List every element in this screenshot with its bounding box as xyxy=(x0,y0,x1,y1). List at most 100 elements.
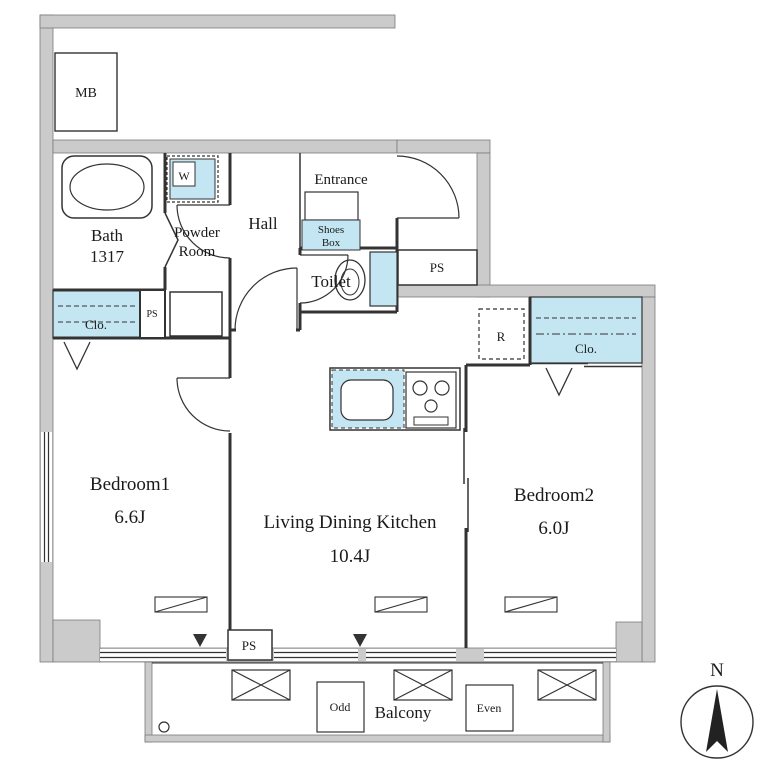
burner-2 xyxy=(434,380,450,396)
toilet-door-arc xyxy=(299,254,349,304)
low-window-bedroom1 xyxy=(154,596,208,613)
label-shoes-2: Box xyxy=(322,237,341,249)
opening-marker-right xyxy=(353,634,367,647)
label-bedroom2: Bedroom2 xyxy=(514,485,594,506)
bath-folding-door xyxy=(164,212,179,268)
balcony-area xyxy=(144,661,611,743)
ps-box-bottom xyxy=(227,629,273,661)
closet-left xyxy=(52,289,141,339)
opening-marker-left xyxy=(193,634,207,647)
compass xyxy=(680,685,754,759)
label-bath: Bath xyxy=(91,226,124,245)
north-arrow-icon xyxy=(706,689,728,752)
window-bedroom1-left xyxy=(41,432,52,562)
label-ldk-size: 10.4J xyxy=(330,546,371,567)
hatch-odd-box xyxy=(316,681,365,733)
bath-area xyxy=(61,155,179,268)
hatch-even-box xyxy=(465,684,514,732)
label-ldk: Living Dining Kitchen xyxy=(263,512,437,533)
kitchen-sink xyxy=(340,379,394,421)
balcony-wall-bottom xyxy=(144,734,611,743)
label-mb: MB xyxy=(75,86,97,101)
wall-top xyxy=(39,14,396,29)
washer-pan xyxy=(166,155,219,203)
ldk-door-arc xyxy=(234,267,298,331)
label-ps-bottom: PS xyxy=(242,638,256,653)
pipe-spaces xyxy=(139,249,478,661)
label-washer: W xyxy=(178,169,190,183)
bathtub-inner xyxy=(69,163,145,211)
washer-label-box xyxy=(172,161,196,187)
wall-step xyxy=(397,284,656,298)
wall-right-main xyxy=(641,296,656,663)
label-north: N xyxy=(710,660,724,681)
balcony-wall-left xyxy=(144,661,153,743)
balcony-wall-right xyxy=(602,661,611,743)
label-toilet: Toilet xyxy=(311,272,351,291)
meter-box xyxy=(54,52,118,132)
partition-panel-3 xyxy=(537,669,597,701)
partition-panel-2 xyxy=(393,669,453,701)
grill xyxy=(413,416,449,426)
labels: MB Bath 1317 Powder Room W Hall Entrance… xyxy=(75,86,724,722)
washer-area xyxy=(166,155,219,203)
vanity-box xyxy=(169,291,223,337)
window-bedroom2 xyxy=(484,649,616,661)
label-closet-right: Clo. xyxy=(575,341,597,356)
sliding-doors xyxy=(463,362,642,532)
toilet-tank xyxy=(369,251,398,307)
burner-1 xyxy=(412,380,428,396)
window-bedroom1 xyxy=(100,649,226,661)
hanger-mark-left xyxy=(63,341,91,371)
windows xyxy=(41,432,616,661)
wall-bottom-right-block xyxy=(615,621,643,663)
fridge-space xyxy=(478,308,525,360)
window-ldk-a xyxy=(274,649,358,661)
closets xyxy=(52,289,643,397)
kitchen-counter xyxy=(329,367,461,431)
wall-left xyxy=(39,14,54,663)
label-hatch-odd: Odd xyxy=(330,700,351,714)
entrance-door-arc xyxy=(396,155,460,219)
burner-3 xyxy=(424,399,438,413)
wall-right-upper xyxy=(476,152,491,298)
low-window-bedroom2 xyxy=(504,596,558,613)
bathtub xyxy=(61,155,153,219)
partition-panel-1 xyxy=(231,669,291,701)
ps-box-left xyxy=(139,289,166,339)
label-closet-left: Clo. xyxy=(85,317,107,332)
label-balcony: Balcony xyxy=(375,703,432,722)
drain xyxy=(158,721,170,733)
entrance-area xyxy=(301,191,361,251)
label-powder-2: Room xyxy=(179,244,216,260)
powder-door-arc xyxy=(176,204,231,259)
hanger-mark-right xyxy=(545,367,573,397)
label-ps-left: PS xyxy=(146,309,157,320)
toilet-area xyxy=(334,251,398,307)
room-symbols xyxy=(154,596,558,647)
label-bedroom1: Bedroom1 xyxy=(90,474,170,495)
label-bedroom2-size: 6.0J xyxy=(538,518,569,539)
wall-top-right xyxy=(396,139,491,154)
toilet-bowl-inner xyxy=(340,268,360,296)
shoes-counter xyxy=(304,191,359,221)
label-entrance: Entrance xyxy=(314,172,368,188)
label-powder-1: Powder xyxy=(174,225,220,241)
wall-bottom-left-block xyxy=(52,619,101,663)
kitchen-area xyxy=(329,367,461,431)
label-hall: Hall xyxy=(248,214,278,233)
wall-unit-top xyxy=(52,139,398,154)
label-ps-right: PS xyxy=(430,260,444,275)
low-window-ldk xyxy=(374,596,428,613)
label-shoes-1: Shoes xyxy=(318,224,344,236)
shoes-box xyxy=(301,219,361,251)
bedroom1-door-arc xyxy=(176,377,231,432)
ps-box-right xyxy=(397,249,478,286)
closet-right xyxy=(529,296,643,364)
label-fridge: R xyxy=(497,329,506,344)
label-hatch-even: Even xyxy=(477,701,502,715)
window-ldk-b xyxy=(366,649,456,661)
label-bedroom1-size: 6.6J xyxy=(114,507,145,528)
